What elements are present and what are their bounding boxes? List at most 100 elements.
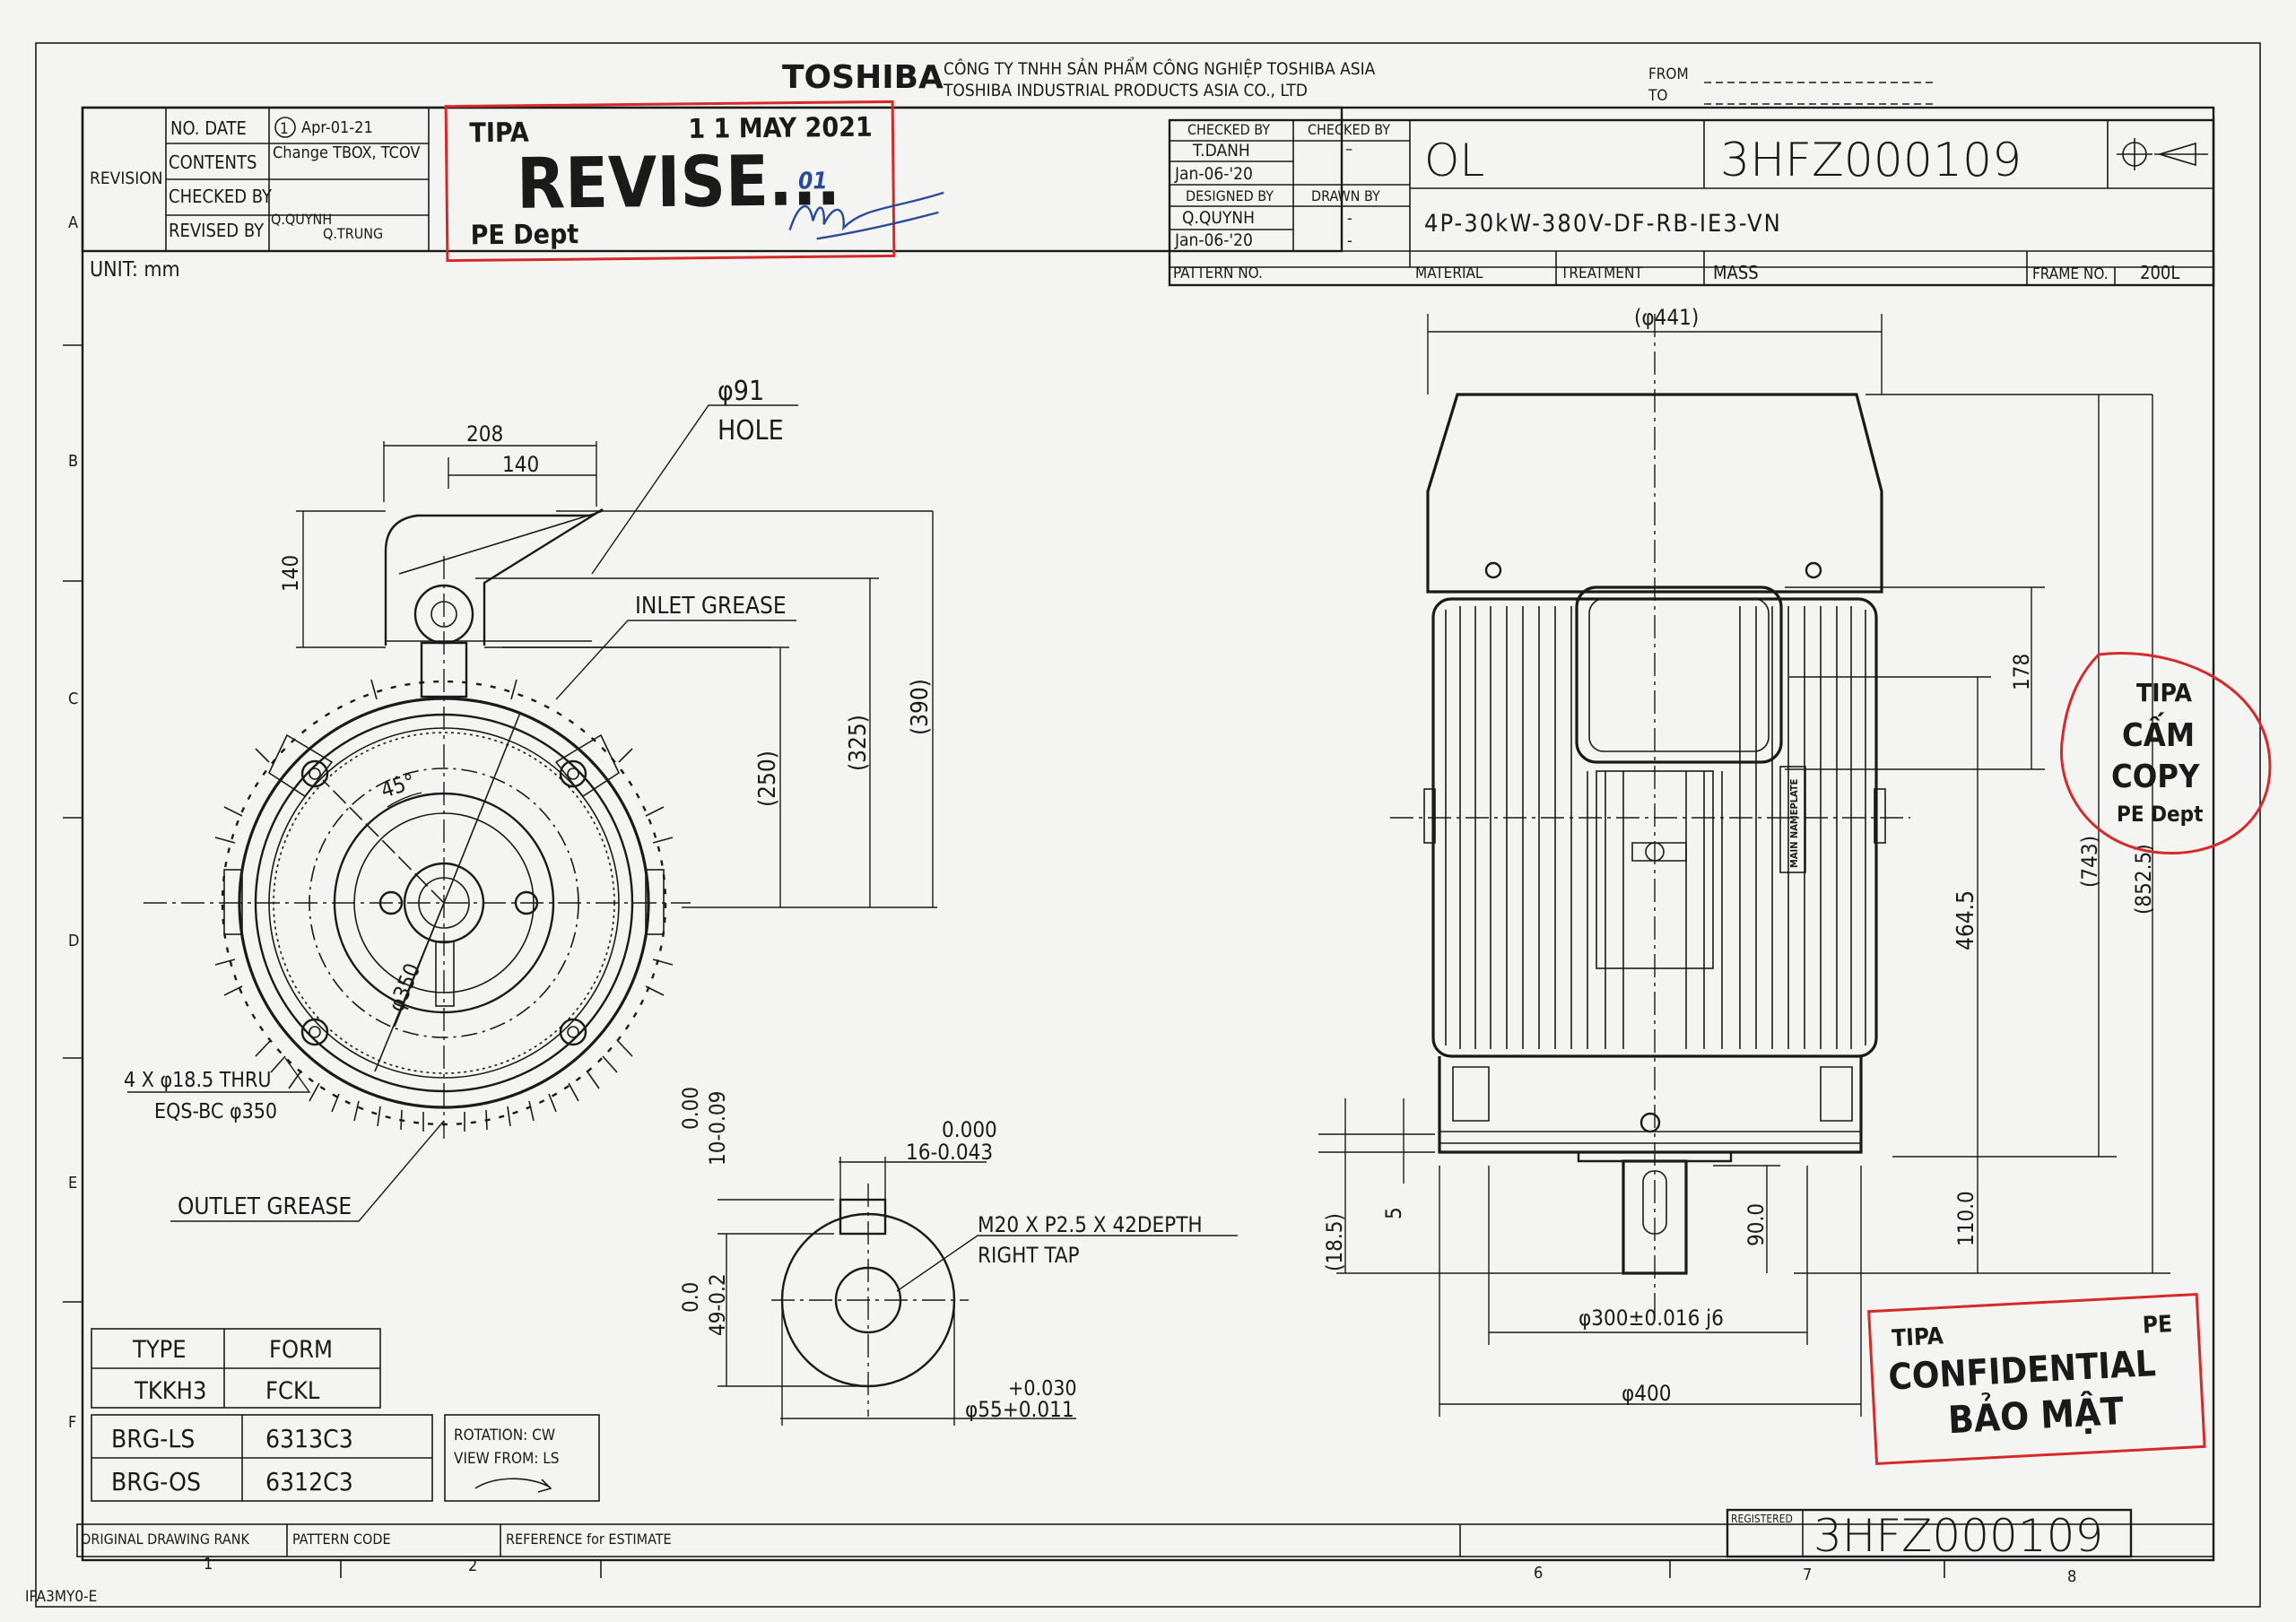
tb-checker-dash: –	[1345, 140, 1352, 159]
tb-description: 4P-30kW-380V-DF-RB-IE3-VN	[1424, 210, 1782, 238]
form-code: IPA3MY0-E	[25, 1588, 97, 1606]
tb-drawer-dash: -	[1347, 209, 1352, 228]
tap-spec-2: RIGHT TAP	[978, 1243, 1079, 1268]
tb-material: MATERIAL	[1415, 265, 1483, 282]
shaft-diameter: φ55+0.011	[965, 1397, 1074, 1422]
to-label: TO	[1648, 87, 1667, 105]
front-view: φ91 HOLE 208 140 140 INLET GREASE (250) …	[124, 376, 937, 1222]
zone-c: C	[68, 690, 78, 708]
revise-stamp-dept: PE Dept	[470, 219, 578, 251]
revise-stamp-word: REVISE...	[517, 141, 841, 225]
revision-block: REVISION NO. DATE CONTENTS CHECKED BY RE…	[81, 106, 1344, 253]
dim-90: 90.0	[1744, 1203, 1769, 1246]
dim-390: (390)	[907, 679, 934, 735]
tb-check-date: Jan-06-'20	[1174, 164, 1253, 184]
view-from-label: VIEW FROM: LS	[454, 1450, 560, 1468]
brg-ls-label: BRG-LS	[111, 1424, 195, 1453]
zone-1: 1	[204, 1555, 213, 1574]
tap-spec: M20 X P2.5 X 42DEPTH	[978, 1212, 1203, 1237]
side-view: MAIN NAMEPLATE	[1318, 305, 2170, 1417]
tb-pattern-no: PATTERN NO.	[1173, 265, 1263, 282]
company-name-vn: CÔNG TY TNHH SẢN PHẨM CÔNG NGHIỆP TOSHIB…	[944, 56, 1376, 79]
tb-doc-type: OL	[1424, 134, 1484, 186]
shaft-tol-upper: +0.030	[1008, 1377, 1077, 1401]
rev-row-checked: CHECKED BY	[169, 186, 273, 207]
signature	[788, 191, 944, 240]
projection-symbol-icon	[2117, 138, 2208, 170]
zone-d: D	[68, 932, 79, 950]
form-value: FCKL	[265, 1377, 320, 1405]
tb-frame-label: FRAME NO.	[2032, 265, 2109, 283]
hole-diameter: φ91	[718, 376, 764, 407]
depth-tol-b: 49-0.2	[705, 1273, 730, 1336]
fin-teeth	[214, 679, 674, 1132]
zone-6: 6	[1534, 1564, 1543, 1583]
key-height-tol-b: 10-0.09	[705, 1091, 730, 1166]
hole-label: HOLE	[718, 415, 784, 447]
type-value: TKKH3	[134, 1377, 206, 1405]
rev-number: 1	[280, 120, 289, 138]
zone-b: B	[68, 452, 78, 471]
revise-stamp-tipa: TIPA	[469, 117, 529, 150]
holes-note-2: EQS-BC φ350	[154, 1100, 277, 1123]
outlet-grease-label: OUTLET GREASE	[178, 1193, 352, 1220]
brg-ls-value: 6313C3	[265, 1424, 353, 1453]
zone-a: A	[68, 213, 78, 232]
copy-stamp: TIPA CẤM COPY PE Dept	[2060, 652, 2272, 854]
copy-stamp-cam: CẤM	[2122, 712, 2195, 754]
dim-852-5: (852.5)	[2131, 844, 2156, 915]
rev-date: Apr-01-21	[301, 118, 373, 137]
tb-checked-by-2: CHECKED BY	[1308, 121, 1390, 138]
depth-tol-a: 0.0	[678, 1282, 703, 1313]
dim-325: (325)	[845, 715, 872, 771]
footer-block: ORIGINAL DRAWING RANK PATTERN CODE REFER…	[25, 1508, 2214, 1606]
unit-label: UNIT: mm	[90, 258, 180, 282]
zone-7: 7	[1803, 1566, 1812, 1584]
dim-178: 178	[2009, 654, 2034, 690]
rev-row-revised: REVISED BY	[169, 220, 265, 241]
tb-drawing-no: 3HFZ000109	[1720, 134, 2022, 187]
zone-2: 2	[468, 1557, 477, 1575]
zone-f: F	[68, 1413, 76, 1432]
inlet-grease-label: INLET GREASE	[635, 593, 787, 620]
tb-treatment: TREATMENT	[1560, 265, 1643, 282]
rotation-arrow-icon	[474, 1478, 550, 1489]
dim-743: (743)	[2077, 836, 2102, 888]
nameplate-label: MAIN NAMEPLATE	[1788, 778, 1800, 868]
revision-side-label: REVISION	[90, 169, 163, 188]
cooling-fins	[221, 680, 667, 1126]
flange-dia: φ400	[1622, 1381, 1671, 1406]
toshiba-logo: TOSHIBA	[782, 59, 944, 96]
confidential-stamp: TIPA PE CONFIDENTIAL BẢO MẬT	[1867, 1292, 2206, 1466]
company-name-en: TOSHIBA INDUSTRIAL PRODUCTS ASIA CO., LT…	[943, 81, 1308, 100]
tb-frame-no: 200L	[2140, 262, 2179, 283]
revise-stamp-date: 1 1 MAY 2021	[688, 112, 873, 145]
tb-design-date: Jan-06-'20	[1174, 230, 1253, 250]
rev-row-contents: CONTENTS	[169, 152, 257, 173]
copy-stamp-tipa: TIPA	[2136, 678, 2192, 707]
holes-note: 4 X φ18.5 THRU	[124, 1069, 271, 1092]
key-height-tol-a: 0.00	[678, 1087, 703, 1130]
from-label: FROM	[1648, 65, 1689, 83]
tb-drawn-by: DRAWN BY	[1311, 187, 1380, 204]
registered-label: REGISTERED	[1731, 1513, 1793, 1525]
dim-464-5: 464.5	[1952, 890, 1979, 950]
type-label: TYPE	[132, 1336, 187, 1364]
copy-stamp-copy: COPY	[2111, 759, 2200, 795]
fan-cover	[1426, 393, 1883, 594]
rev-row-no-date: NO. DATE	[170, 117, 247, 139]
zone-labels: A B C D E F 1 2 6 7 8	[68, 213, 2076, 1586]
zone-e: E	[68, 1174, 77, 1193]
title-block: CHECKED BY CHECKED BY T.DANH – Jan-06-'2…	[1168, 118, 2215, 287]
rev-checked-name: Q.QUYNH	[271, 211, 332, 228]
brg-os-value: 6312C3	[265, 1467, 353, 1496]
rev-revised-name: Q.TRUNG	[323, 225, 383, 242]
dim-18-5: (18.5)	[1322, 1213, 1347, 1271]
pcd-350: φ350	[384, 959, 426, 1015]
spec-table: TYPE FORM TKKH3 FCKL BRG-LS 6313C3 BRG-O…	[91, 1328, 600, 1502]
pattern-code-label: PATTERN CODE	[292, 1531, 391, 1548]
reference-label: REFERENCE for ESTIMATE	[506, 1531, 672, 1548]
key-width-tol: 16-0.043	[906, 1140, 993, 1165]
dim-441: (φ441)	[1634, 305, 1699, 330]
